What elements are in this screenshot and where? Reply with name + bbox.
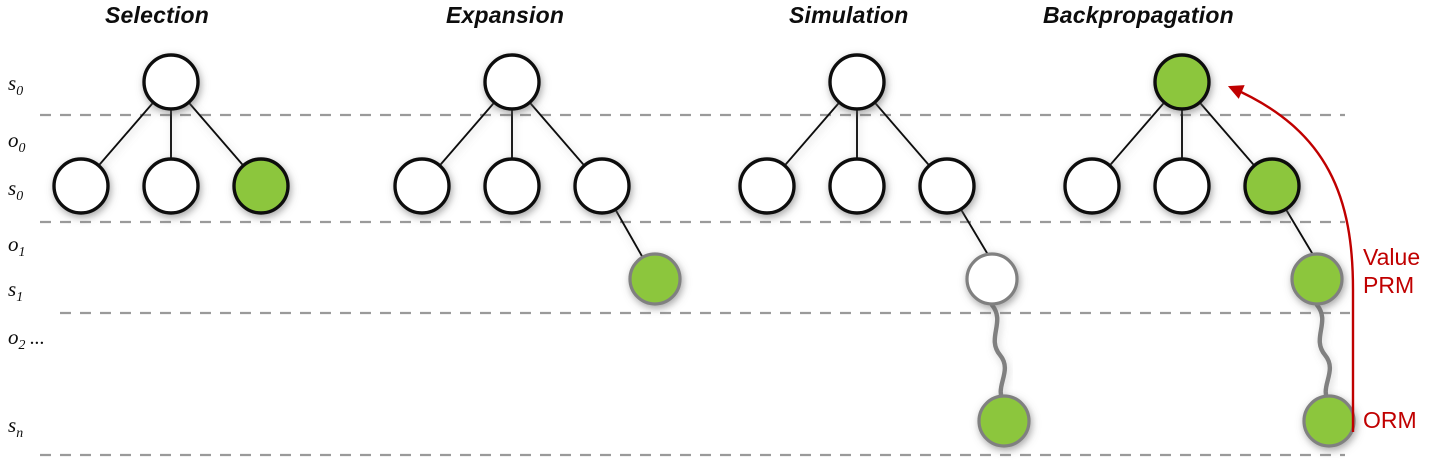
- node-expansion-child3[interactable]: [573, 157, 631, 215]
- axis-sub: n: [16, 425, 24, 441]
- annotation-value-prm: Value PRM: [1363, 244, 1421, 299]
- node-backpropagation-child1[interactable]: [1063, 157, 1121, 215]
- axis-sub: 2: [18, 337, 26, 353]
- node-backpropagation-child3-selected[interactable]: [1243, 157, 1301, 215]
- node-expansion-child2[interactable]: [483, 157, 541, 215]
- annotation-orm: ORM: [1363, 407, 1417, 433]
- axis-sub: 1: [16, 289, 24, 305]
- axis-base: s: [8, 176, 17, 200]
- axis-base: o: [8, 325, 19, 349]
- axis-sub: 0: [16, 83, 24, 99]
- node-simulation-child1[interactable]: [738, 157, 796, 215]
- node-backpropagation-rollout-start-selected[interactable]: [1290, 252, 1344, 306]
- panel-title-expansion: Expansion: [446, 2, 565, 28]
- axis-base: s: [8, 413, 17, 437]
- panel-selection-tree: [52, 53, 290, 215]
- axis-base: o: [8, 128, 19, 152]
- node-selection-child2[interactable]: [142, 157, 200, 215]
- panel-simulation-tree: [738, 53, 1031, 448]
- node-backpropagation-root-selected[interactable]: [1153, 53, 1211, 111]
- node-simulation-root[interactable]: [828, 53, 886, 111]
- node-expansion-new-selected[interactable]: [628, 252, 682, 306]
- node-backpropagation-child2[interactable]: [1153, 157, 1211, 215]
- node-selection-child3-selected[interactable]: [232, 157, 290, 215]
- axis-sub: 0: [18, 140, 26, 156]
- axis-base: o: [8, 232, 19, 256]
- node-expansion-child1[interactable]: [393, 157, 451, 215]
- panel-expansion-tree: [393, 53, 682, 306]
- node-simulation-child3[interactable]: [918, 157, 976, 215]
- axis-base: s: [8, 71, 17, 95]
- node-backpropagation-terminal-selected[interactable]: [1302, 394, 1356, 448]
- axis-label-o2: o2...: [8, 325, 44, 353]
- level-dividers: [40, 113, 1350, 457]
- axis-label-s0-root: s0: [8, 71, 23, 99]
- axis-label-o0: o0: [8, 128, 25, 156]
- node-simulation-terminal-selected[interactable]: [977, 394, 1031, 448]
- axis-label-o1: o1: [8, 232, 25, 260]
- axis-sub: 0: [16, 188, 24, 204]
- panel-title-simulation: Simulation: [789, 2, 909, 28]
- axis-label-s1: s1: [8, 277, 23, 305]
- backprop-arrow: [1227, 85, 1355, 432]
- axis-sub: 1: [18, 244, 26, 260]
- axis-ellipsis: ...: [29, 327, 45, 349]
- panel-backpropagation-tree: [1063, 53, 1356, 448]
- panel-title-backpropagation: Backpropagation: [1043, 2, 1234, 28]
- axis-base: s: [8, 277, 17, 301]
- node-simulation-child2[interactable]: [828, 157, 886, 215]
- node-expansion-root[interactable]: [483, 53, 541, 111]
- node-selection-child1[interactable]: [52, 157, 110, 215]
- axis-label-sn: sn: [8, 413, 23, 441]
- rollout-wavy-path-backpropagation: [1314, 302, 1333, 406]
- node-selection-root[interactable]: [142, 53, 200, 111]
- rollout-wavy-path-simulation: [989, 302, 1008, 406]
- axis-label-s0-child: s0: [8, 176, 23, 204]
- node-simulation-rollout-start[interactable]: [965, 252, 1019, 306]
- panel-title-selection: Selection: [105, 2, 210, 28]
